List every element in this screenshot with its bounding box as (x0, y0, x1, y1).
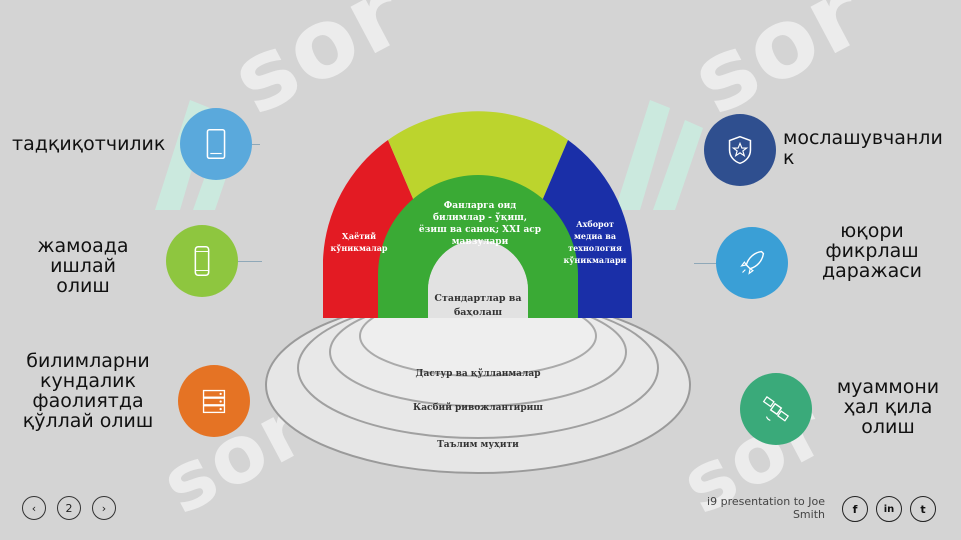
page-number: 2 (57, 496, 81, 520)
left-connector-1 (252, 144, 260, 145)
satellite-icon (762, 396, 790, 422)
ring-label-3: Таълим муҳити (437, 440, 519, 450)
right-item-3-label: муаммони ҳал қила олиш (836, 376, 940, 438)
twitter-icon[interactable]: t (910, 496, 936, 522)
right-item-2-label: юқори фикрлаш даражаси (821, 220, 923, 282)
left-item-2-circle (166, 225, 238, 297)
ring-label-2: Касбий ривожлантириш (413, 403, 543, 413)
inner-arch-label: Стандартлар ва баҳолаш (434, 293, 522, 318)
ring-label-1: Дастур ва қўлланмалар (415, 369, 541, 379)
left-connector-2 (238, 261, 262, 262)
right-connector-2 (694, 263, 718, 264)
left-item-1-circle (180, 108, 252, 180)
right-item-1-circle (704, 114, 776, 186)
presentation-info: i9 presentation to Joe Smith (640, 495, 825, 521)
arch-inner (428, 240, 528, 318)
phone-icon (194, 245, 210, 277)
left-item-3-circle (178, 365, 250, 437)
presentation-line-2: Smith (792, 508, 825, 521)
right-item-1-label: мослашувчанлик (783, 127, 943, 169)
red-segment-label: Ҳаётий кўникмалар (330, 231, 388, 253)
left-item-1-label: тадқиқотчилик (12, 133, 166, 155)
presentation-line-1: i9 presentation to Joe (707, 495, 825, 508)
tablet-icon (206, 128, 226, 160)
shield-star-icon (728, 135, 752, 165)
right-item-2-circle (716, 227, 788, 299)
arch-green (378, 175, 578, 318)
next-slide-button[interactable]: › (92, 496, 116, 520)
blue-segment-label: Ахборот медиа ва технология кўникмалари (563, 219, 627, 265)
left-item-2-label: жамоада ишлай олиш (37, 235, 129, 297)
right-item-3-circle (740, 373, 812, 445)
facebook-icon[interactable]: f (842, 496, 868, 522)
server-icon (202, 389, 226, 414)
left-item-3-label: билимларни кундалик фаолиятда қўллай оли… (22, 350, 154, 432)
linkedin-icon[interactable]: in (876, 496, 902, 522)
rocket-icon (740, 250, 765, 275)
green-arc-label: Фанларга оид билимлар - ўқиш, ёзиш ва са… (418, 201, 542, 247)
prev-slide-button[interactable]: ‹ (22, 496, 46, 520)
